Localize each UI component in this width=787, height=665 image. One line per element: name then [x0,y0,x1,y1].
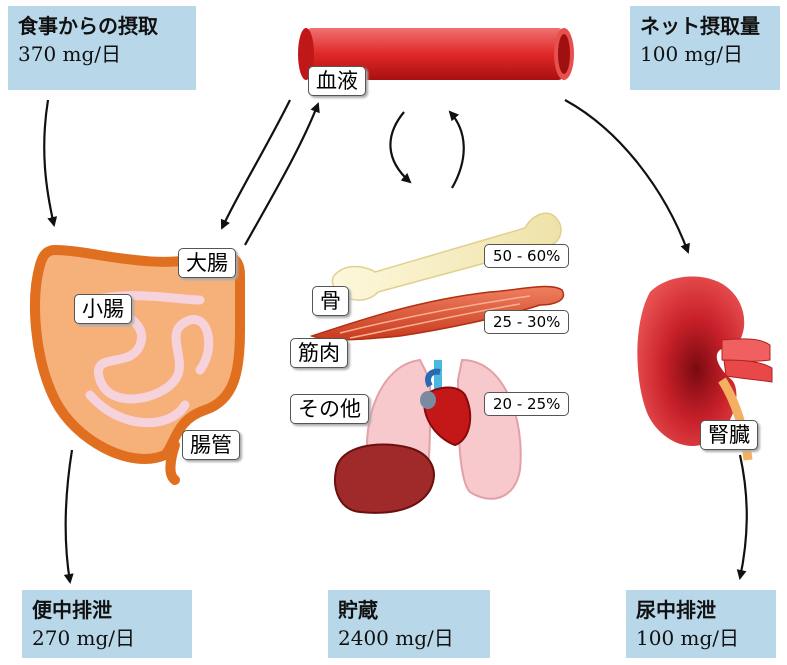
fecal-title: 便中排泄 [32,596,182,624]
urine-value: 100 mg/日 [636,624,766,652]
storage-box: 貯蔵 2400 mg/日 [328,590,490,658]
arrow-intake-to-intestine [44,100,54,225]
label-muscle: 筋肉 [290,338,348,368]
arrow-blood-to-kidney [565,100,688,252]
net-intake-box: ネット摂取量 100 mg/日 [630,6,780,90]
arrow-storage-to-blood [450,112,464,188]
label-bone: 骨 [312,286,349,316]
storage-value: 2400 mg/日 [338,624,480,652]
arrow-blood-to-storage [390,112,410,182]
fecal-box: 便中排泄 270 mg/日 [22,590,192,658]
intake-value: 370 mg/日 [18,40,186,68]
arrow-blood-to-intestine [222,100,290,228]
net-intake-title: ネット摂取量 [640,12,770,40]
label-intestinal-tract: 腸管 [182,430,240,460]
organs-icon [335,360,521,513]
fecal-value: 270 mg/日 [32,624,182,652]
label-blood: 血液 [308,66,366,96]
label-other: その他 [290,394,369,424]
pct-other: 20 - 25% [484,392,569,416]
arrow-kidney-to-urine [740,455,747,578]
label-kidney: 腎臓 [700,420,758,450]
urine-box: 尿中排泄 100 mg/日 [626,590,776,658]
intake-box: 食事からの摂取 370 mg/日 [8,6,196,90]
pct-bone: 50 - 60% [484,244,569,268]
arrow-intestine-to-fecal [66,450,72,582]
intake-title: 食事からの摂取 [18,12,186,40]
pct-muscle: 25 - 30% [484,310,569,334]
storage-title: 貯蔵 [338,596,480,624]
urine-title: 尿中排泄 [636,596,766,624]
label-large-intestine: 大腸 [178,248,236,278]
arrow-intestine-to-blood [245,104,318,245]
label-small-intestine: 小腸 [74,294,132,324]
net-intake-value: 100 mg/日 [640,40,770,68]
